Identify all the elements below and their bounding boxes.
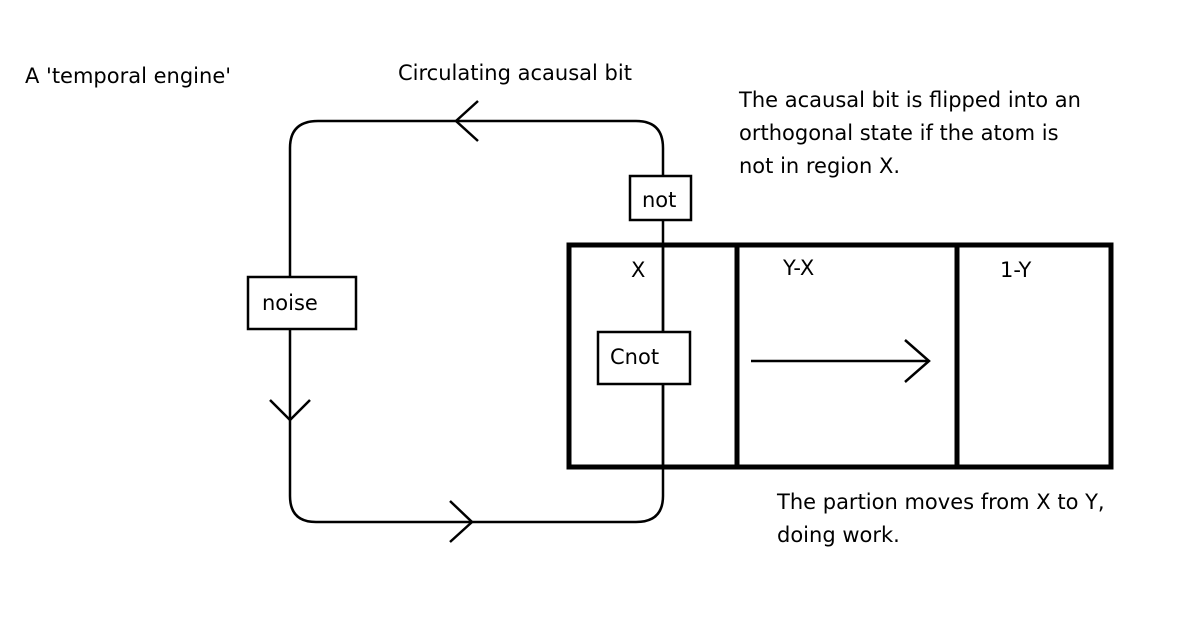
- arrow-left-icon: [454, 100, 479, 142]
- note-top-line-3: not in region X.: [739, 154, 900, 178]
- region-container: [566, 242, 1114, 470]
- region-x-label: X: [631, 258, 645, 282]
- acausal-bit-loop: [288, 119, 665, 524]
- partition-arrow-icon: [751, 339, 931, 383]
- noise-gate: noise: [246, 275, 358, 331]
- note-bottom-line-1: The partion moves from X to Y,: [776, 490, 1105, 514]
- not-gate-label: not: [642, 188, 676, 212]
- note-bottom: The partion moves from X to Y, doing wor…: [776, 490, 1105, 547]
- arrow-right-icon: [449, 500, 474, 543]
- not-gate: not: [628, 174, 693, 222]
- note-top-line-1: The acausal bit is flipped into an: [738, 88, 1081, 112]
- cnot-gate: Cnot: [596, 330, 692, 386]
- arrow-down-icon: [269, 399, 311, 422]
- noise-gate-label: noise: [262, 291, 318, 315]
- loop-label: Circulating acausal bit: [398, 61, 632, 85]
- cnot-gate-label: Cnot: [610, 345, 659, 369]
- note-top: The acausal bit is flipped into an ortho…: [738, 88, 1081, 178]
- diagram-title: A 'temporal engine': [25, 64, 231, 88]
- note-bottom-line-2: doing work.: [777, 523, 900, 547]
- region-y-minus-x-label: Y-X: [782, 256, 814, 280]
- note-top-line-2: orthogonal state if the atom is: [739, 121, 1059, 145]
- region-1-minus-y-label: 1-Y: [1000, 258, 1031, 282]
